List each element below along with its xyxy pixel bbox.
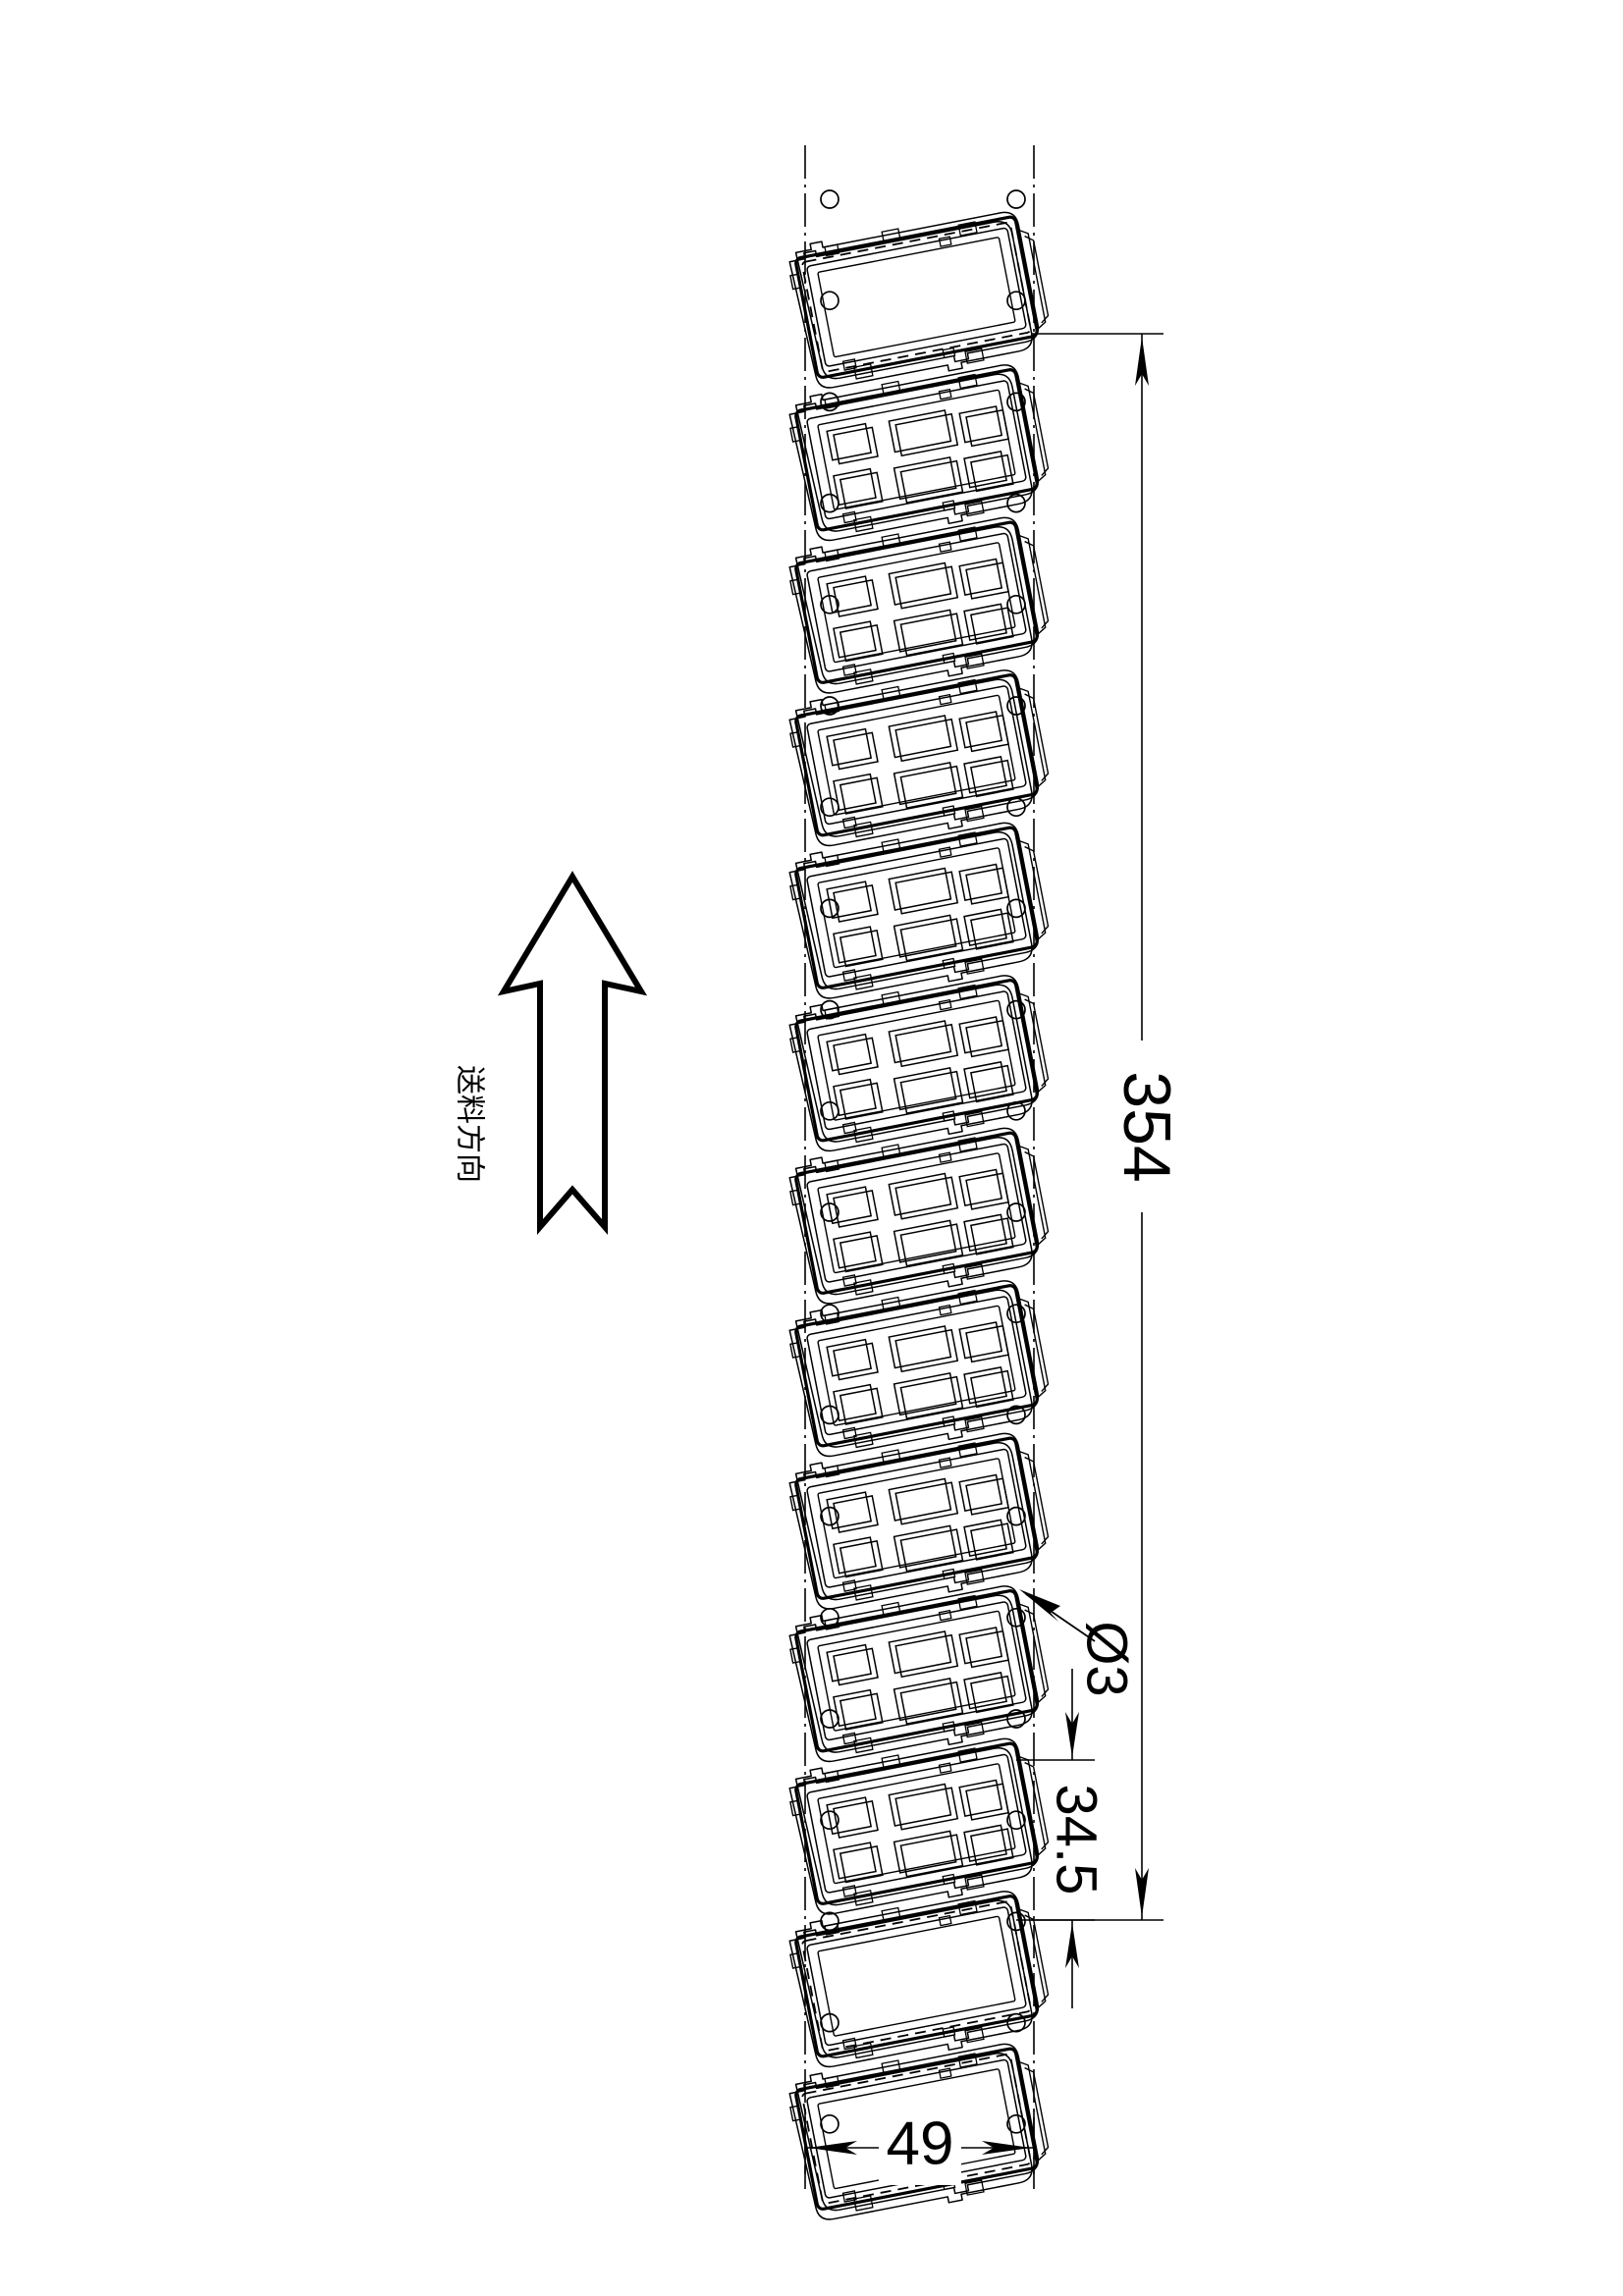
arrowhead-hole-diameter xyxy=(1019,1589,1060,1622)
dimension-text-mask-354 xyxy=(1119,1041,1164,1212)
dimension-value-49: 49 xyxy=(887,2109,954,2177)
sprocket-hole xyxy=(820,1506,839,1526)
sprocket-hole xyxy=(1006,2113,1026,2134)
arrowhead-354-bottom xyxy=(1135,1868,1149,1917)
sprocket-hole xyxy=(820,1810,839,1831)
arrowhead-354-top xyxy=(1135,337,1149,386)
dimension-value-34-5: 34.5 xyxy=(1045,1785,1109,1896)
arrowhead-345-top xyxy=(1065,1712,1079,1757)
sprocket-hole xyxy=(820,898,839,919)
dimension-pitch xyxy=(1016,1669,1095,2008)
sprocket-hole xyxy=(820,1911,839,1932)
dimension-tape-width xyxy=(804,2110,1035,2189)
dimension-hole-diameter xyxy=(1019,1589,1096,1642)
dimension-value-354: 354 xyxy=(1109,1071,1184,1182)
feed-direction-label: 送料方向 xyxy=(453,1065,487,1183)
arrowhead-49-right xyxy=(982,2141,1031,2155)
arrowhead-49-left xyxy=(808,2141,857,2155)
sprocket-hole xyxy=(820,189,839,209)
sprocket-hole xyxy=(1006,189,1026,209)
sprocket-hole xyxy=(1006,493,1026,513)
arrowhead-345-bottom xyxy=(1065,1923,1079,1968)
feed-direction-arrow xyxy=(497,871,648,1236)
sprocket-hole xyxy=(1006,1810,1026,1831)
dimension-overall-length xyxy=(1031,333,1164,1921)
sprocket-hole xyxy=(820,1202,839,1222)
dimension-text-mask-49 xyxy=(879,2112,961,2185)
carrier-parts-group xyxy=(783,200,1056,2231)
sprocket-hole xyxy=(1006,1506,1026,1526)
sprocket-hole xyxy=(820,291,839,311)
dimension-value-hole-diameter: Ø3 xyxy=(1075,1621,1139,1696)
sprocket-hole xyxy=(1006,1405,1026,1425)
sprocket-hole xyxy=(820,2113,839,2134)
